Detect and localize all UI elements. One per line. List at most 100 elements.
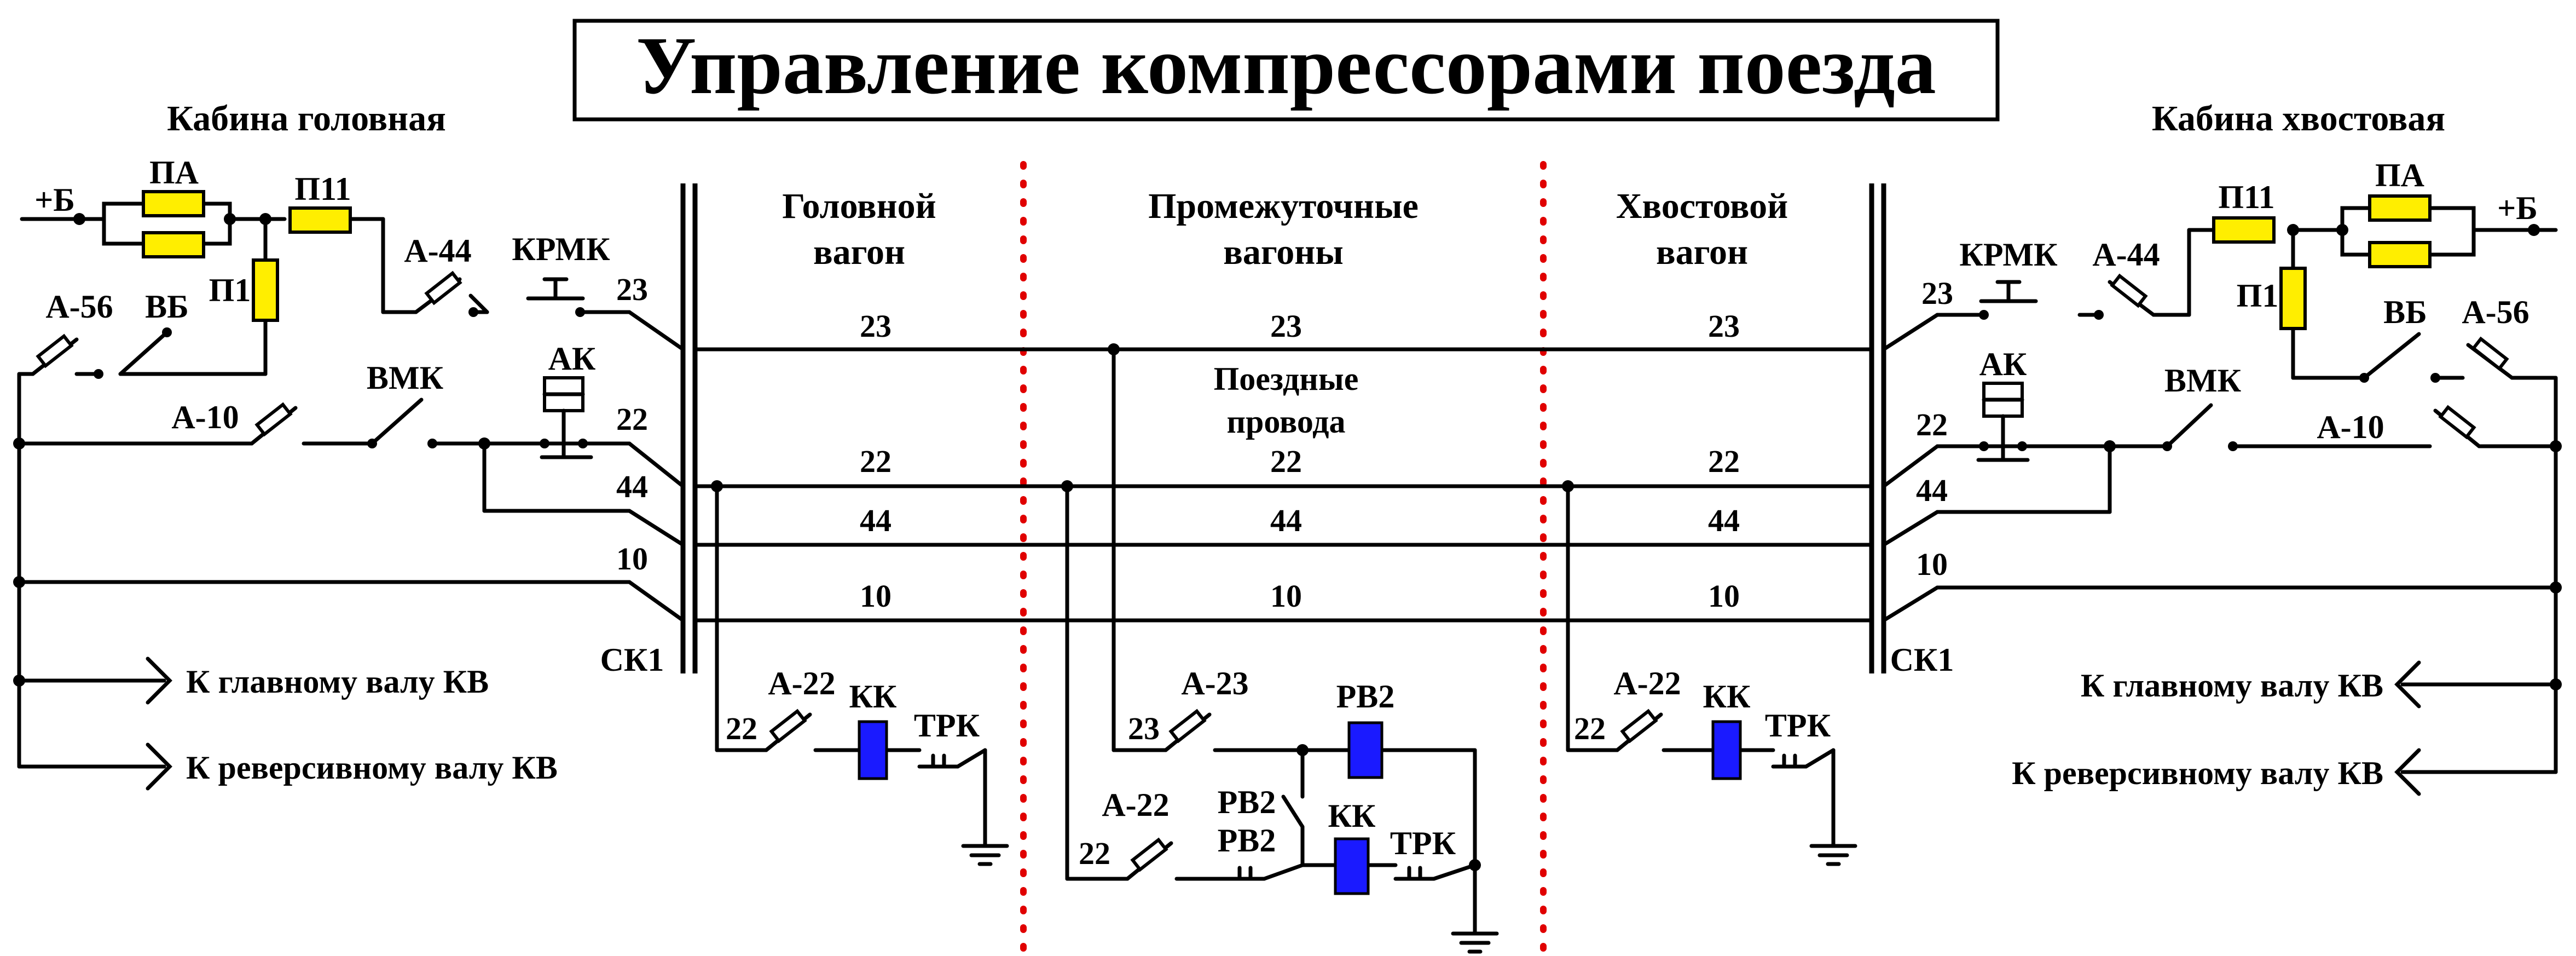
plus-b-right: +Б (2497, 190, 2538, 226)
connector-sk1-left (680, 183, 698, 673)
p1-label-right: П1 (2237, 278, 2279, 314)
a10-breaker-right (2433, 405, 2481, 448)
head-wagon-circuit (711, 480, 1009, 866)
a23-label-middle: А-23 (1181, 665, 1248, 701)
kk-label-tail: КК (1703, 678, 1750, 715)
cabin-head-label: Кабина головная (167, 99, 446, 139)
wire-10-head: 10 (860, 578, 892, 614)
a10-breaker-left (250, 402, 298, 446)
tail-wagon-label-1: Хвостовой (1616, 186, 1788, 226)
a44-label-right: А-44 (2092, 237, 2160, 273)
main-shaft-right: К главному валу КВ (2081, 667, 2383, 704)
wire-10-tail: 10 (1708, 578, 1740, 614)
train-lines (693, 347, 1874, 623)
wire-44-mid: 44 (1270, 503, 1302, 538)
pa-fuse-top-left (142, 190, 205, 217)
sk1-right-label: СК1 (1890, 642, 1954, 678)
pa-label-left: ПА (149, 154, 199, 191)
vmk-label-left: ВМК (367, 360, 443, 396)
pa-fuse-bottom-left (142, 231, 205, 258)
wire-44-head: 44 (860, 503, 892, 538)
tail-wagon-circuit (1562, 480, 1857, 866)
wire-23-left-in: 23 (616, 272, 648, 307)
krmk-label-right: КРМК (1959, 237, 2057, 273)
a44-breaker-right (2108, 273, 2156, 317)
sk1-left-label: СК1 (600, 642, 664, 678)
a22-label-tail: А-22 (1613, 665, 1681, 701)
wire-22-tail: 22 (1708, 444, 1740, 479)
kk-coil-middle (1334, 837, 1370, 895)
a10-label-right: А-10 (2317, 409, 2384, 445)
tail-cabin-circuit (1882, 206, 2562, 796)
rv2-label-contact-2: РВ2 (1218, 822, 1276, 859)
p11-fuse-right (2212, 216, 2276, 244)
wire-22-left-in: 22 (616, 401, 648, 437)
wire-23-middle-branch: 23 (1128, 711, 1160, 746)
reverse-shaft-right: К реверсивному валу КВ (2012, 755, 2383, 791)
rv2-coil-middle (1347, 721, 1383, 779)
wire-23-right-in: 23 (1921, 275, 1953, 311)
pa-label-right: ПА (2375, 157, 2424, 193)
wire-22-right-in: 22 (1916, 407, 1948, 442)
trk-label-tail: ТРК (1765, 707, 1831, 744)
wire-23-tail: 23 (1708, 308, 1740, 344)
a44-breaker-left (414, 270, 462, 314)
p1-fuse-left (252, 258, 279, 322)
wire-44-left-in: 44 (616, 469, 648, 504)
rv2-label-coil: РВ2 (1336, 678, 1395, 715)
pa-fuse-bottom-right (2368, 241, 2432, 268)
wire-23-head: 23 (860, 308, 892, 344)
kk-label-head: КК (849, 678, 896, 715)
p11-label-left: П11 (294, 171, 351, 207)
a22-breaker-tail (1615, 709, 1663, 752)
wire-22-mid: 22 (1270, 444, 1302, 479)
wire-22-middle-branch: 22 (1079, 836, 1110, 871)
wire-44-right-in: 44 (1916, 473, 1948, 508)
rv2-label-contact-1: РВ2 (1218, 784, 1276, 820)
middle-wagons-circuit (1061, 343, 1499, 954)
head-cabin-circuit (13, 201, 685, 791)
train-wires-label-2: провода (1226, 404, 1345, 440)
a10-label-left: А-10 (171, 399, 239, 435)
trk-label-head: ТРК (914, 707, 980, 744)
pa-fuse-top-right (2368, 194, 2432, 222)
wire-10-right-in: 10 (1916, 546, 1948, 582)
p11-fuse-left (288, 206, 352, 234)
kk-coil-tail (1711, 720, 1742, 780)
a22-label-middle: А-22 (1102, 787, 1169, 823)
train-wires-label-1: Поездные (1214, 361, 1359, 397)
vb-label-left: ВБ (145, 289, 189, 325)
wire-22-head: 22 (860, 444, 892, 479)
trk-label-middle: ТРК (1390, 825, 1456, 861)
wire-22-tail-branch: 22 (1574, 711, 1606, 746)
diagram-title: Управление компрессорами поезда (636, 20, 1936, 111)
kk-label-middle: КК (1328, 798, 1375, 834)
wire-10-mid: 10 (1270, 578, 1302, 614)
a56-label-left: А-56 (45, 289, 113, 325)
wire-22-head-branch: 22 (726, 711, 757, 746)
a56-breaker-left (31, 333, 79, 376)
a22-breaker-head (764, 709, 812, 752)
ak-label-right: АК (1979, 346, 2027, 382)
reverse-shaft-left: К реверсивному валу КВ (186, 750, 558, 786)
p1-fuse-right (2279, 267, 2307, 330)
wire-23-mid: 23 (1270, 308, 1302, 344)
tail-wagon-label-2: вагон (1656, 232, 1748, 272)
middle-wagons-label-1: Промежуточные (1148, 186, 1419, 226)
connector-sk1-right (1869, 183, 1886, 673)
middle-wagons-label-2: вагоны (1223, 232, 1344, 272)
p1-label-left: П1 (209, 272, 251, 308)
a56-breaker-right (2466, 336, 2514, 380)
krmk-label-left: КРМК (512, 231, 610, 267)
wire-10-left-in: 10 (616, 541, 648, 577)
a22-breaker-middle (1125, 837, 1173, 881)
a56-label-right: А-56 (2462, 294, 2529, 330)
head-wagon-label-2: вагон (813, 232, 905, 272)
title-frame (572, 19, 2000, 122)
cabin-tail-label: Кабина хвостовая (2152, 99, 2445, 139)
head-wagon-label-1: Головной (782, 186, 936, 226)
a44-label-left: А-44 (404, 233, 471, 269)
p11-label-right: П11 (2218, 179, 2274, 215)
vmk-label-right: ВМК (2164, 362, 2241, 399)
